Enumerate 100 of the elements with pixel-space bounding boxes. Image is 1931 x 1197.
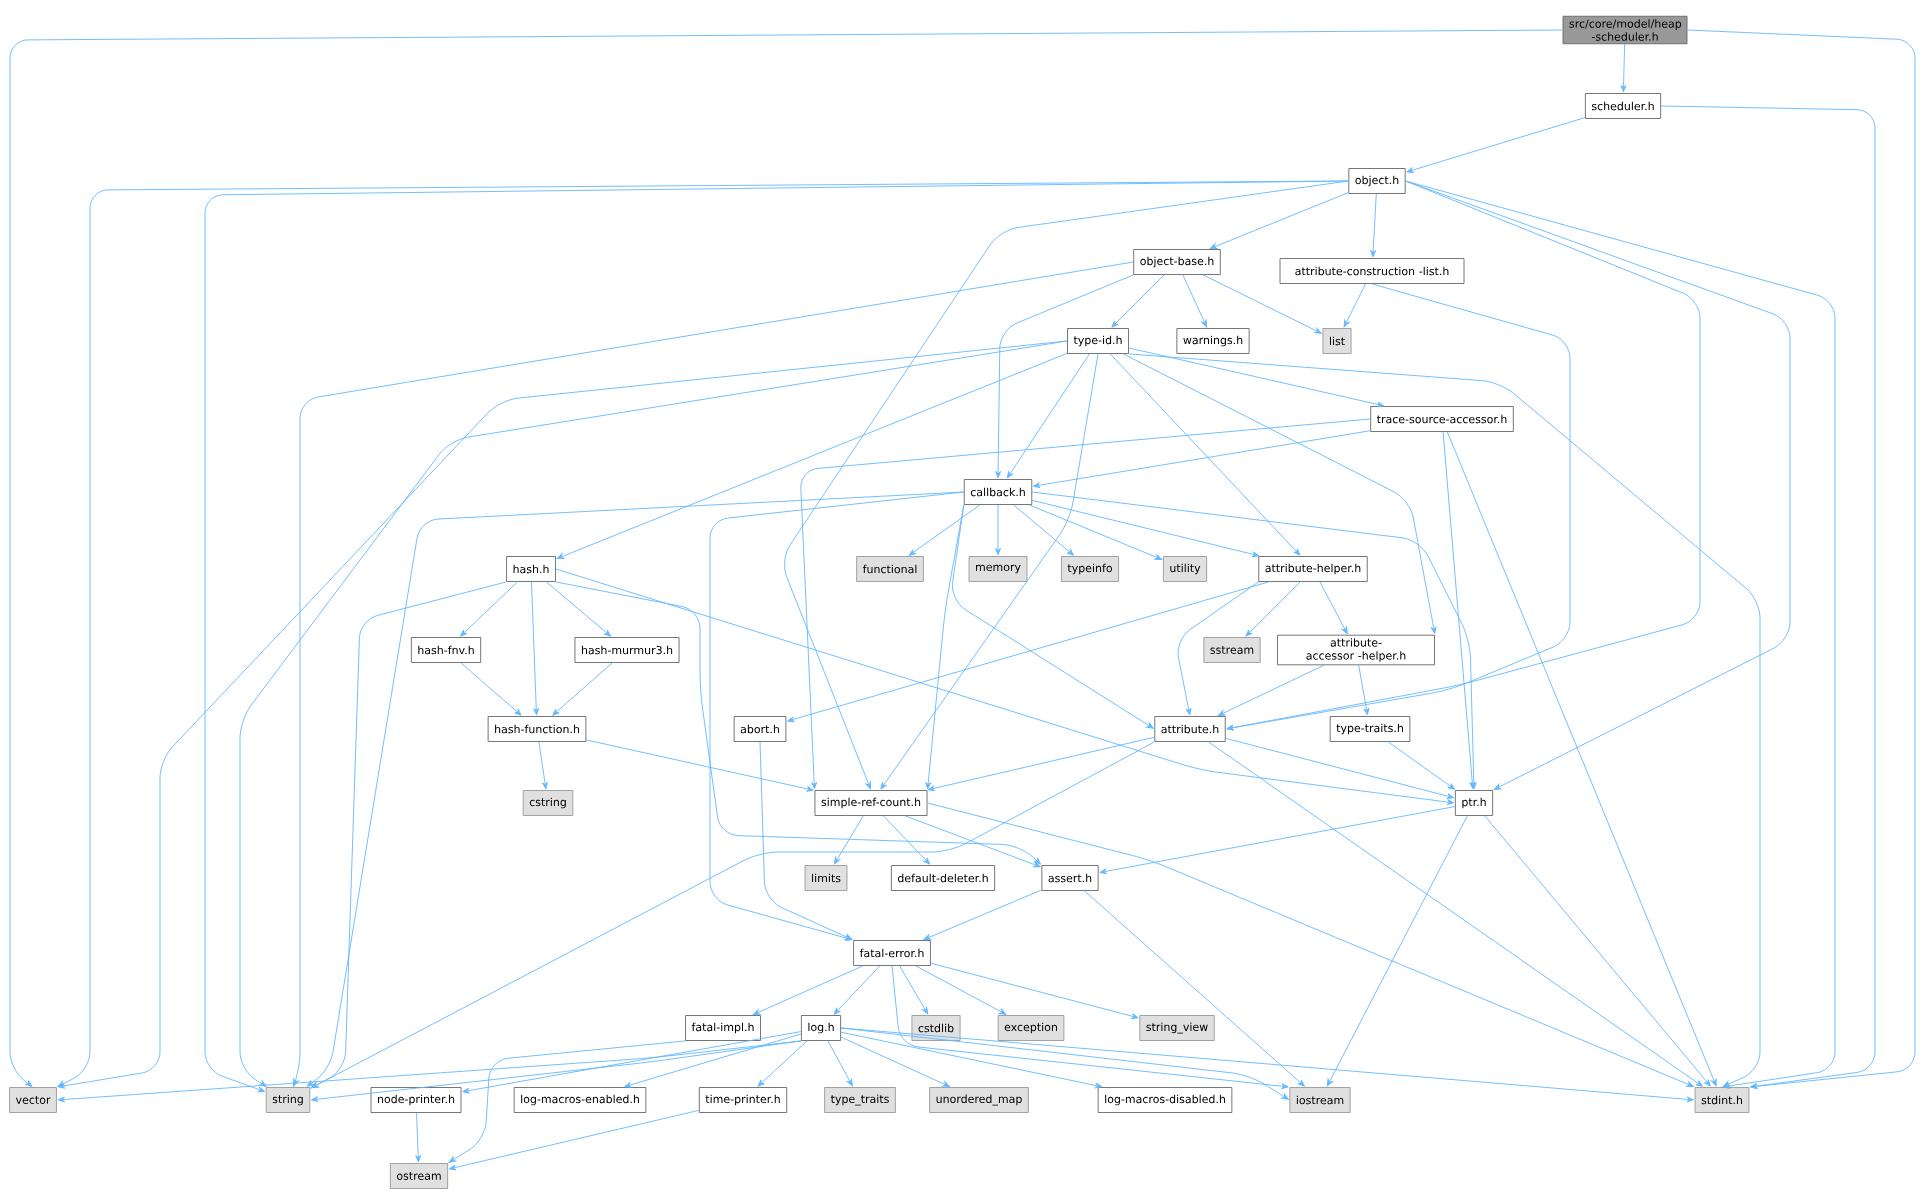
arrow [757, 1040, 808, 1087]
header-box: functional [856, 556, 924, 582]
arrow [57, 340, 1068, 1089]
header-box: typeinfo [1060, 556, 1120, 582]
arrow [840, 1031, 1103, 1089]
header-box: ptr.h [1454, 790, 1494, 816]
header-box: type-id.h [1067, 328, 1129, 354]
header-box: limits [804, 865, 848, 891]
arrow [1405, 180, 1791, 790]
arrow [311, 1040, 802, 1103]
arrow [1358, 664, 1370, 716]
arrow [995, 274, 1134, 479]
arrow [752, 965, 864, 1015]
arrow [833, 965, 881, 1015]
arrow [1484, 815, 1711, 1087]
header-box: attribute-accessor -helper.h [1277, 634, 1435, 666]
arrow [1446, 431, 1717, 1087]
arrow [552, 662, 613, 716]
header-box: fatal-impl.h [685, 1015, 761, 1041]
arrow [460, 581, 518, 637]
header-box: attribute-construction -list.h [1279, 258, 1465, 284]
header-box: object.h [1348, 168, 1406, 194]
arrow [840, 1036, 950, 1087]
header-box: memory [968, 556, 1028, 582]
arrow [306, 491, 965, 1087]
arrow [1209, 192, 1349, 250]
arrow [310, 741, 1155, 1089]
arrow [1208, 741, 1703, 1087]
header-box: sstream [1203, 637, 1261, 663]
arrow [555, 568, 1455, 805]
arrow [951, 504, 1154, 729]
arrow [448, 1040, 686, 1163]
header-box: utility [1162, 556, 1208, 582]
arrow [1099, 806, 1456, 875]
header-box: cstring [522, 790, 574, 816]
arrow [995, 504, 1001, 556]
header-box: type-traits.h [1329, 716, 1411, 742]
arrow [840, 1027, 1694, 1103]
arrow [1033, 430, 1371, 489]
header-box: time-printer.h [698, 1087, 788, 1113]
arrow [1031, 499, 1260, 558]
header-box: vector [9, 1087, 57, 1113]
arrow [415, 1112, 422, 1163]
arrow [1343, 283, 1366, 328]
arrow [538, 741, 548, 790]
header-box: hash-fnv.h [410, 637, 482, 663]
header-box: log-macros-disabled.h [1097, 1087, 1233, 1113]
arrow [1177, 581, 1259, 716]
header-box: attribute.h [1154, 716, 1226, 742]
arrow [1031, 491, 1477, 790]
arrow [1405, 180, 1836, 1089]
arrow [292, 261, 1134, 1088]
header-box: cstdlib [911, 1015, 961, 1041]
header-box: node-printer.h [370, 1087, 462, 1113]
arrow [1687, 29, 1916, 1090]
arrow [545, 581, 612, 637]
header-box: hash-murmur3.h [574, 637, 680, 663]
arrow [1319, 581, 1348, 635]
arrow [927, 736, 1155, 792]
arrow [800, 418, 1371, 790]
arrow [880, 353, 1099, 790]
arrow [1202, 274, 1322, 334]
arrow [904, 815, 1041, 868]
arrow [1387, 741, 1456, 790]
arrow [1226, 283, 1571, 731]
arrow [1660, 105, 1876, 1089]
arrow [1370, 193, 1377, 258]
header-box: simple-ref-count.h [814, 790, 928, 816]
arrow [1084, 890, 1305, 1087]
arrow [784, 180, 1349, 790]
arrow [239, 340, 1068, 1087]
arrow [1013, 504, 1075, 556]
header-box: hash.h [506, 556, 556, 582]
header-box: fatal-error.h [853, 940, 931, 966]
arrow [1225, 737, 1455, 799]
arrow [1217, 664, 1325, 716]
arrow [908, 504, 981, 556]
header-box: hash-function.h [487, 716, 587, 742]
arrow [462, 1031, 802, 1094]
arrow [709, 491, 965, 941]
header-box: string [265, 1087, 311, 1113]
header-box: string_view [1139, 1015, 1215, 1041]
arrow [556, 352, 1068, 560]
arrow [1442, 431, 1476, 790]
arrow [1620, 43, 1627, 93]
arrow [759, 741, 853, 940]
header-box: type_traits [824, 1087, 896, 1113]
header-box: iostream [1289, 1087, 1351, 1113]
arrow [883, 815, 931, 865]
arrow [1122, 353, 1437, 634]
arrow [891, 965, 1289, 1090]
arrow [1028, 504, 1163, 560]
header-box: abort.h [733, 716, 787, 742]
arrow [1245, 581, 1301, 637]
header-box: exception [997, 1015, 1065, 1041]
header-box: assert.h [1041, 865, 1099, 891]
header-box: src/core/model/heap -scheduler.h [1562, 15, 1688, 45]
arrow [827, 1040, 853, 1087]
arrow [1109, 353, 1301, 556]
arrow [1111, 274, 1165, 328]
